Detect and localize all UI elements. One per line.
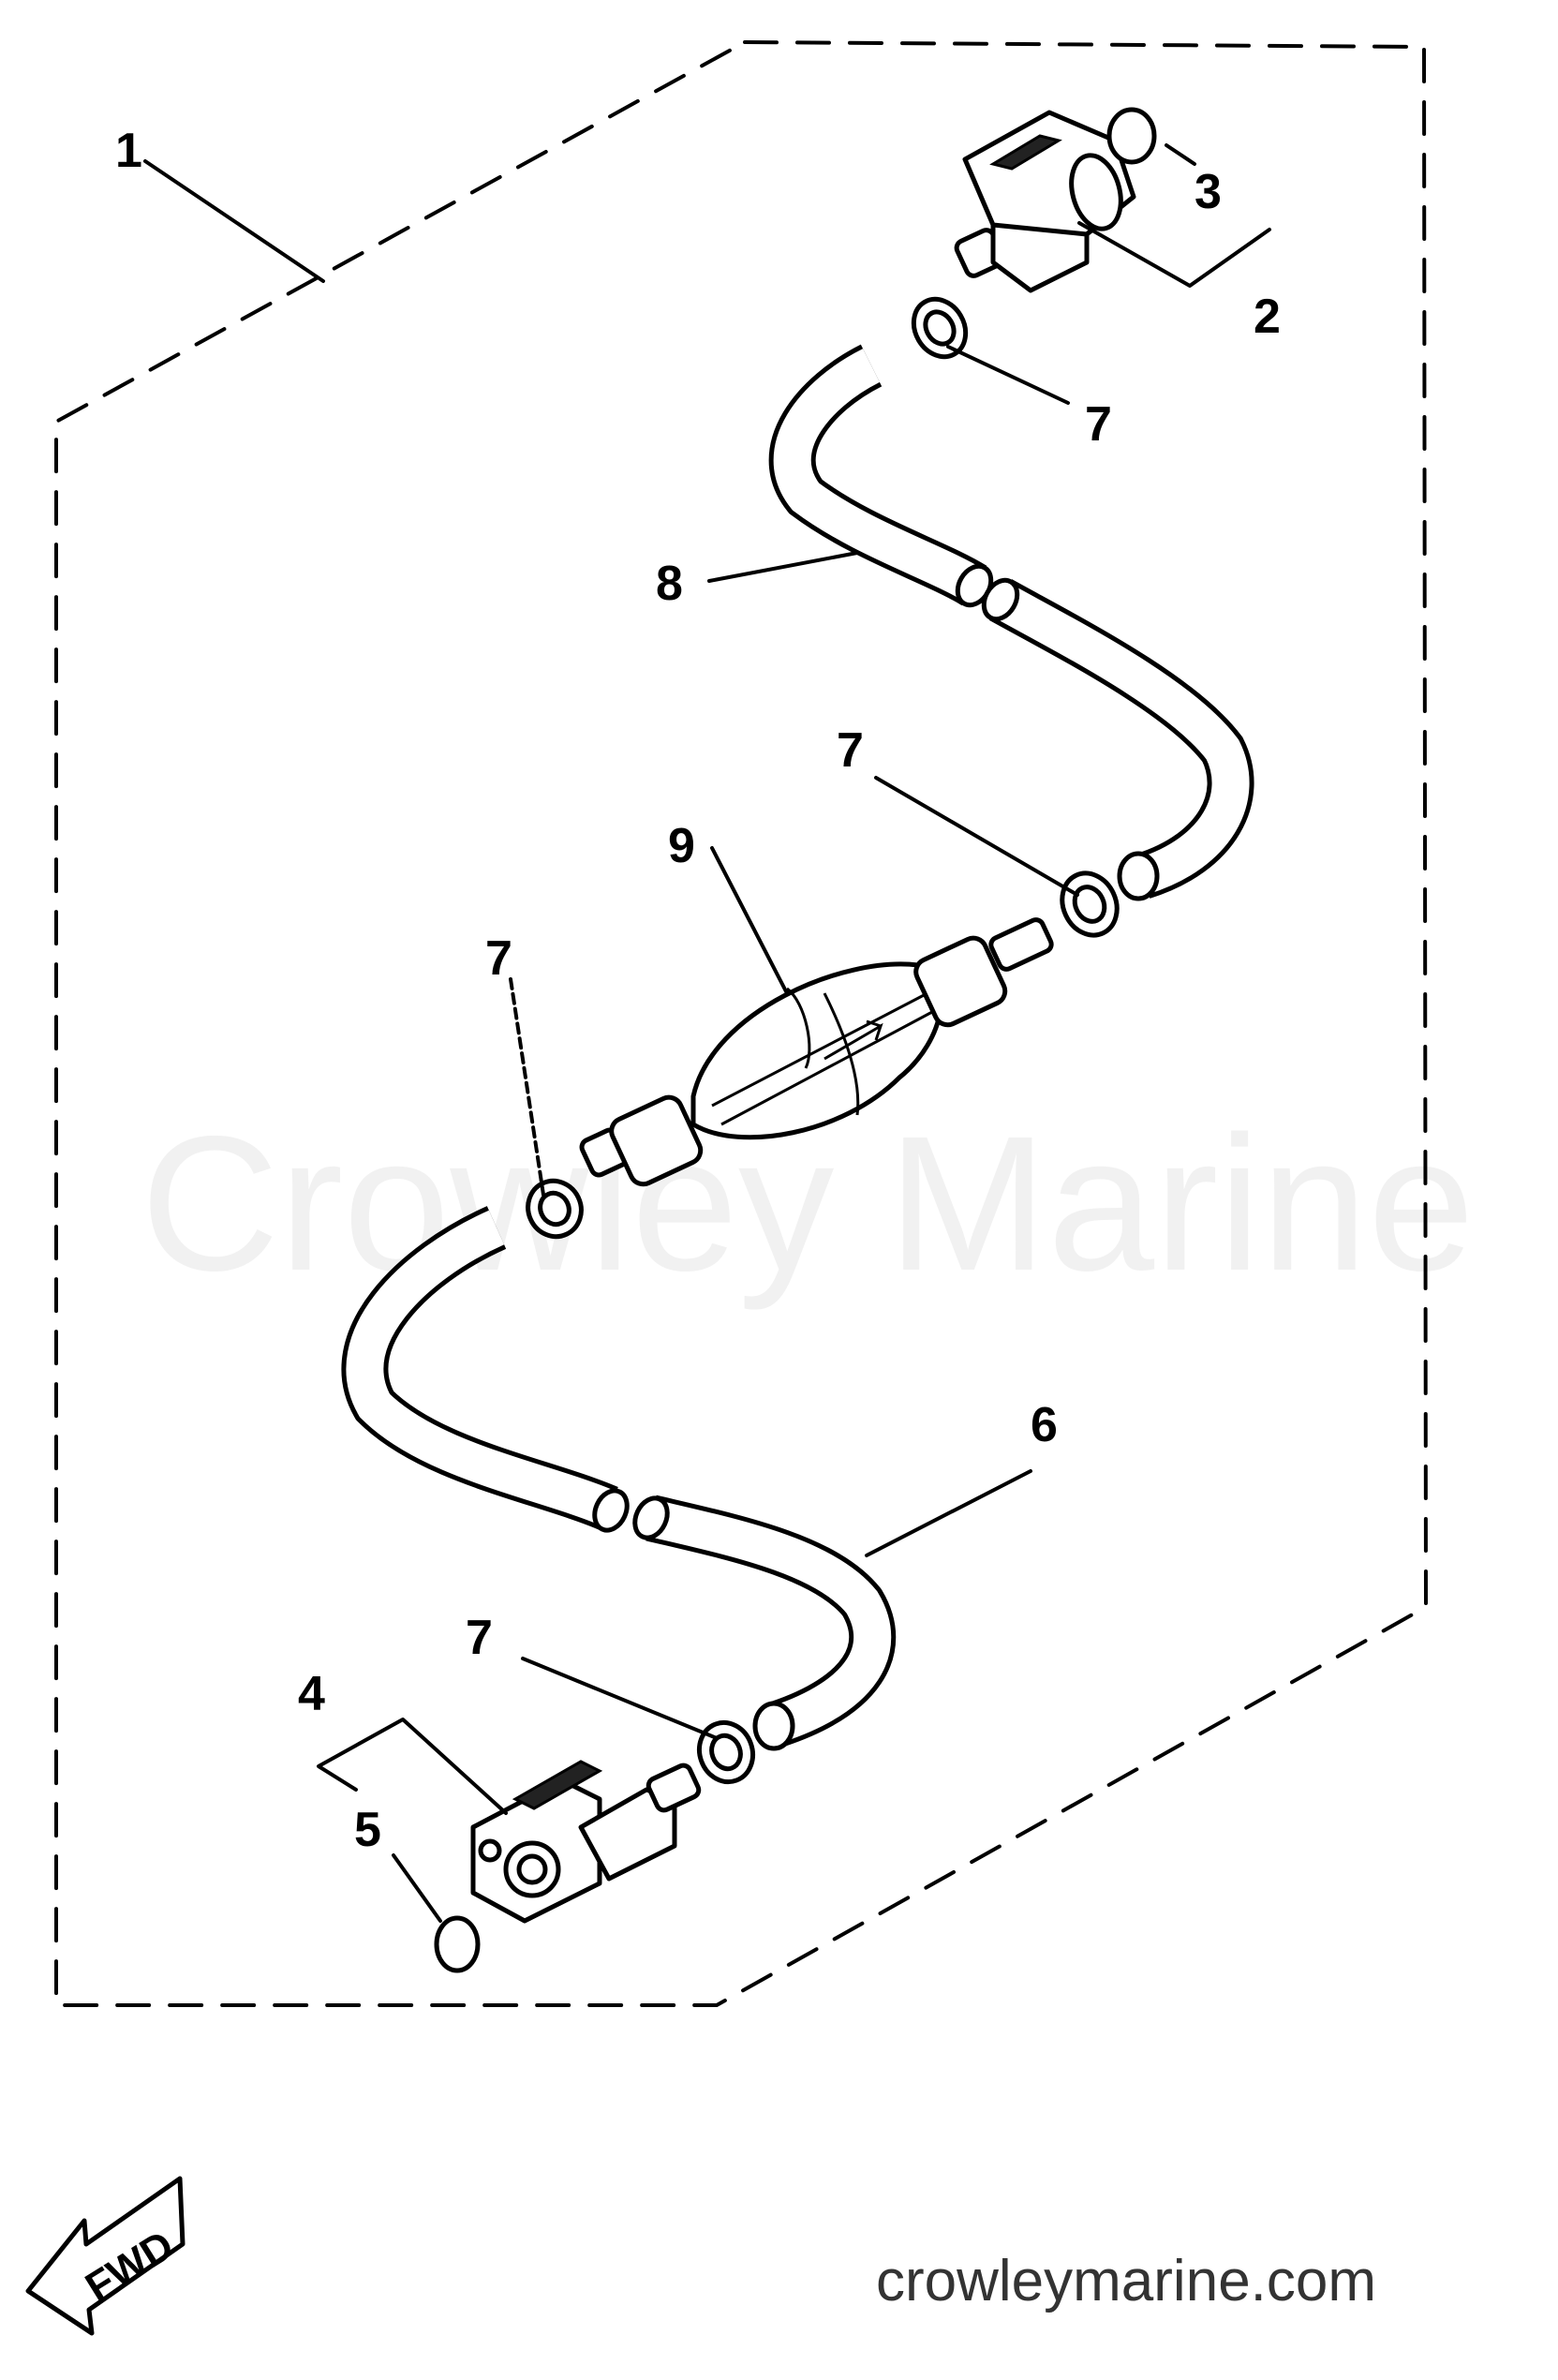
clip-lower <box>697 1719 755 1785</box>
hose-lower <box>341 1206 897 1751</box>
callout-8: 8 <box>656 557 683 611</box>
clip-upper <box>911 296 969 360</box>
fwd-arrow-icon: FWD <box>25 2176 185 2336</box>
callout-4: 4 <box>298 1667 325 1721</box>
watermark-text: Crowley Marine <box>141 1096 1475 1311</box>
callout-2: 2 <box>1254 290 1281 344</box>
assembly-boundary <box>54 40 1428 2007</box>
joint-connector-upper <box>954 110 1136 293</box>
clip-middle-left <box>526 1178 584 1240</box>
callout-9: 9 <box>668 819 695 873</box>
leader-lines <box>143 143 1271 1923</box>
callout-1: 1 <box>115 124 142 178</box>
hose-upper <box>768 344 1254 901</box>
callout-7-lower: 7 <box>466 1611 493 1665</box>
callout-7-middle: 7 <box>485 931 512 986</box>
footer-url: crowleymarine.com <box>876 2249 1376 2313</box>
callout-6: 6 <box>1031 1398 1058 1452</box>
callout-7-right: 7 <box>837 723 864 778</box>
o-ring-lower <box>434 1915 481 1973</box>
o-ring-upper <box>1106 107 1157 165</box>
primer-bulb <box>579 917 1054 1187</box>
callout-5: 5 <box>354 1803 381 1857</box>
clip-upper-right <box>1060 870 1120 938</box>
callout-7-upper: 7 <box>1085 397 1112 452</box>
joint-connector-lower <box>470 1760 702 1924</box>
callout-3: 3 <box>1194 165 1222 219</box>
